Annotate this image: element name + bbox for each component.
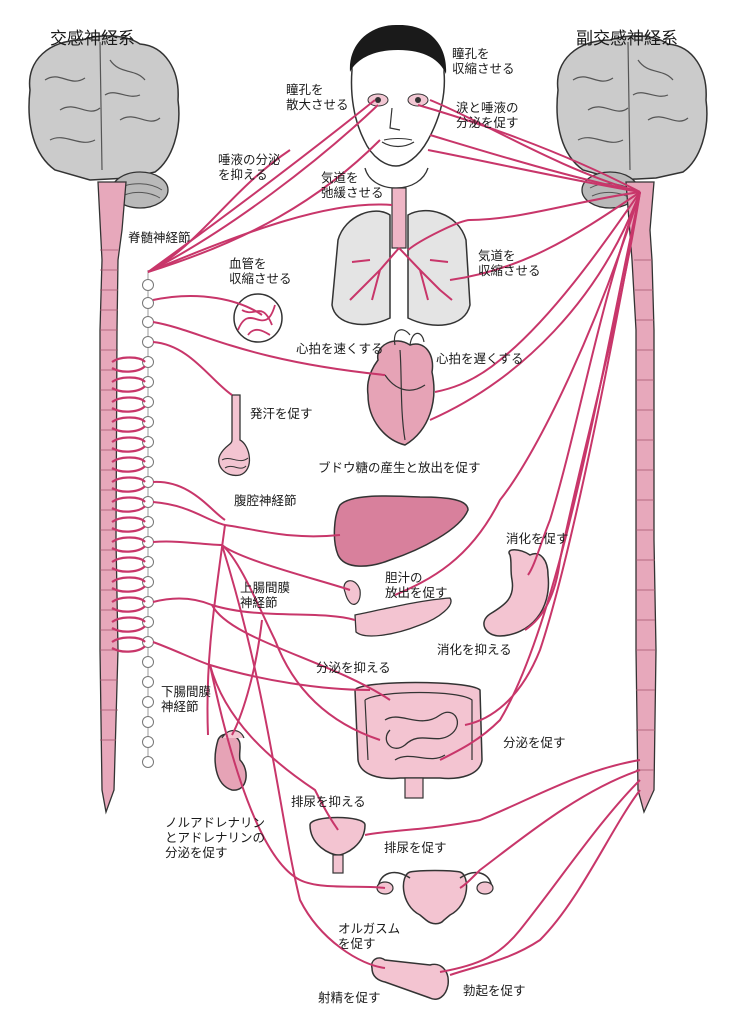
- sweat-gland: [218, 394, 251, 477]
- label-airway-constrict: 気道を 収縮させる: [478, 248, 541, 278]
- liver: [333, 495, 469, 567]
- nerve-pathways: [147, 99, 641, 976]
- penis: [370, 957, 449, 1000]
- label-adrenal: ノルアドレナリン とアドレナリンの 分泌を促す: [165, 815, 266, 860]
- label-bile: 胆汁の 放出を促す: [385, 570, 448, 600]
- label-sweat: 発汗を促す: [250, 406, 313, 421]
- label-spinal-ganglia: 脊髄神経節: [128, 230, 191, 245]
- lungs: [331, 187, 471, 326]
- head: [349, 24, 447, 189]
- right-spinal-cord: [625, 181, 657, 814]
- label-airway-relax: 気道を 弛緩させる: [321, 170, 384, 200]
- bladder: [309, 816, 366, 874]
- label-digestion-promote: 消化を促す: [506, 531, 569, 546]
- label-digestion-inhibit: 消化を抑える: [437, 642, 512, 657]
- label-secretion-inhibit: 分泌を抑える: [316, 660, 391, 675]
- intestines: [354, 681, 483, 799]
- label-celiac-ganglion: 腹腔神経節: [234, 493, 297, 508]
- gallbladder-pancreas: [343, 580, 452, 637]
- label-urination-promote: 排尿を促す: [384, 840, 447, 855]
- label-superior-mesenteric: 上腸間膜 神経節: [240, 580, 291, 610]
- sympathetic-ganglion-chain: [142, 270, 154, 768]
- blood-vessel: [233, 293, 283, 343]
- label-secretion-promote: 分泌を促す: [503, 735, 566, 750]
- label-vessel-constrict: 血管を 収縮させる: [229, 256, 292, 286]
- label-glucose: ブドウ糖の産生と放出を促す: [318, 460, 481, 475]
- uterus: [376, 869, 494, 925]
- spinal-rami: [111, 356, 146, 653]
- label-ejaculation: 射精を促す: [318, 990, 381, 1005]
- title-sympathetic: 交感神経系: [50, 29, 135, 49]
- label-erection: 勃起を促す: [463, 983, 526, 998]
- stomach: [483, 549, 550, 637]
- label-urination-inhibit: 排尿を抑える: [291, 794, 366, 809]
- heart: [366, 329, 435, 446]
- label-pupil-constrict: 瞳孔を 収縮させる: [452, 46, 515, 76]
- label-heart-fast: 心拍を速くする: [296, 341, 384, 356]
- label-heart-slow: 心拍を遅くする: [436, 351, 524, 366]
- label-tears-saliva: 涙と唾液の 分泌を促す: [456, 100, 519, 130]
- label-inferior-mesenteric: 下腸間膜 神経節: [161, 684, 212, 714]
- left-brain: [28, 35, 180, 209]
- label-orgasm: オルガスム を促す: [338, 921, 401, 951]
- label-pupil-dilate: 瞳孔を 散大させる: [286, 82, 349, 112]
- title-parasympathetic: 副交感神経系: [576, 29, 678, 49]
- label-saliva-inhibit: 唾液の分泌 を抑える: [218, 152, 281, 182]
